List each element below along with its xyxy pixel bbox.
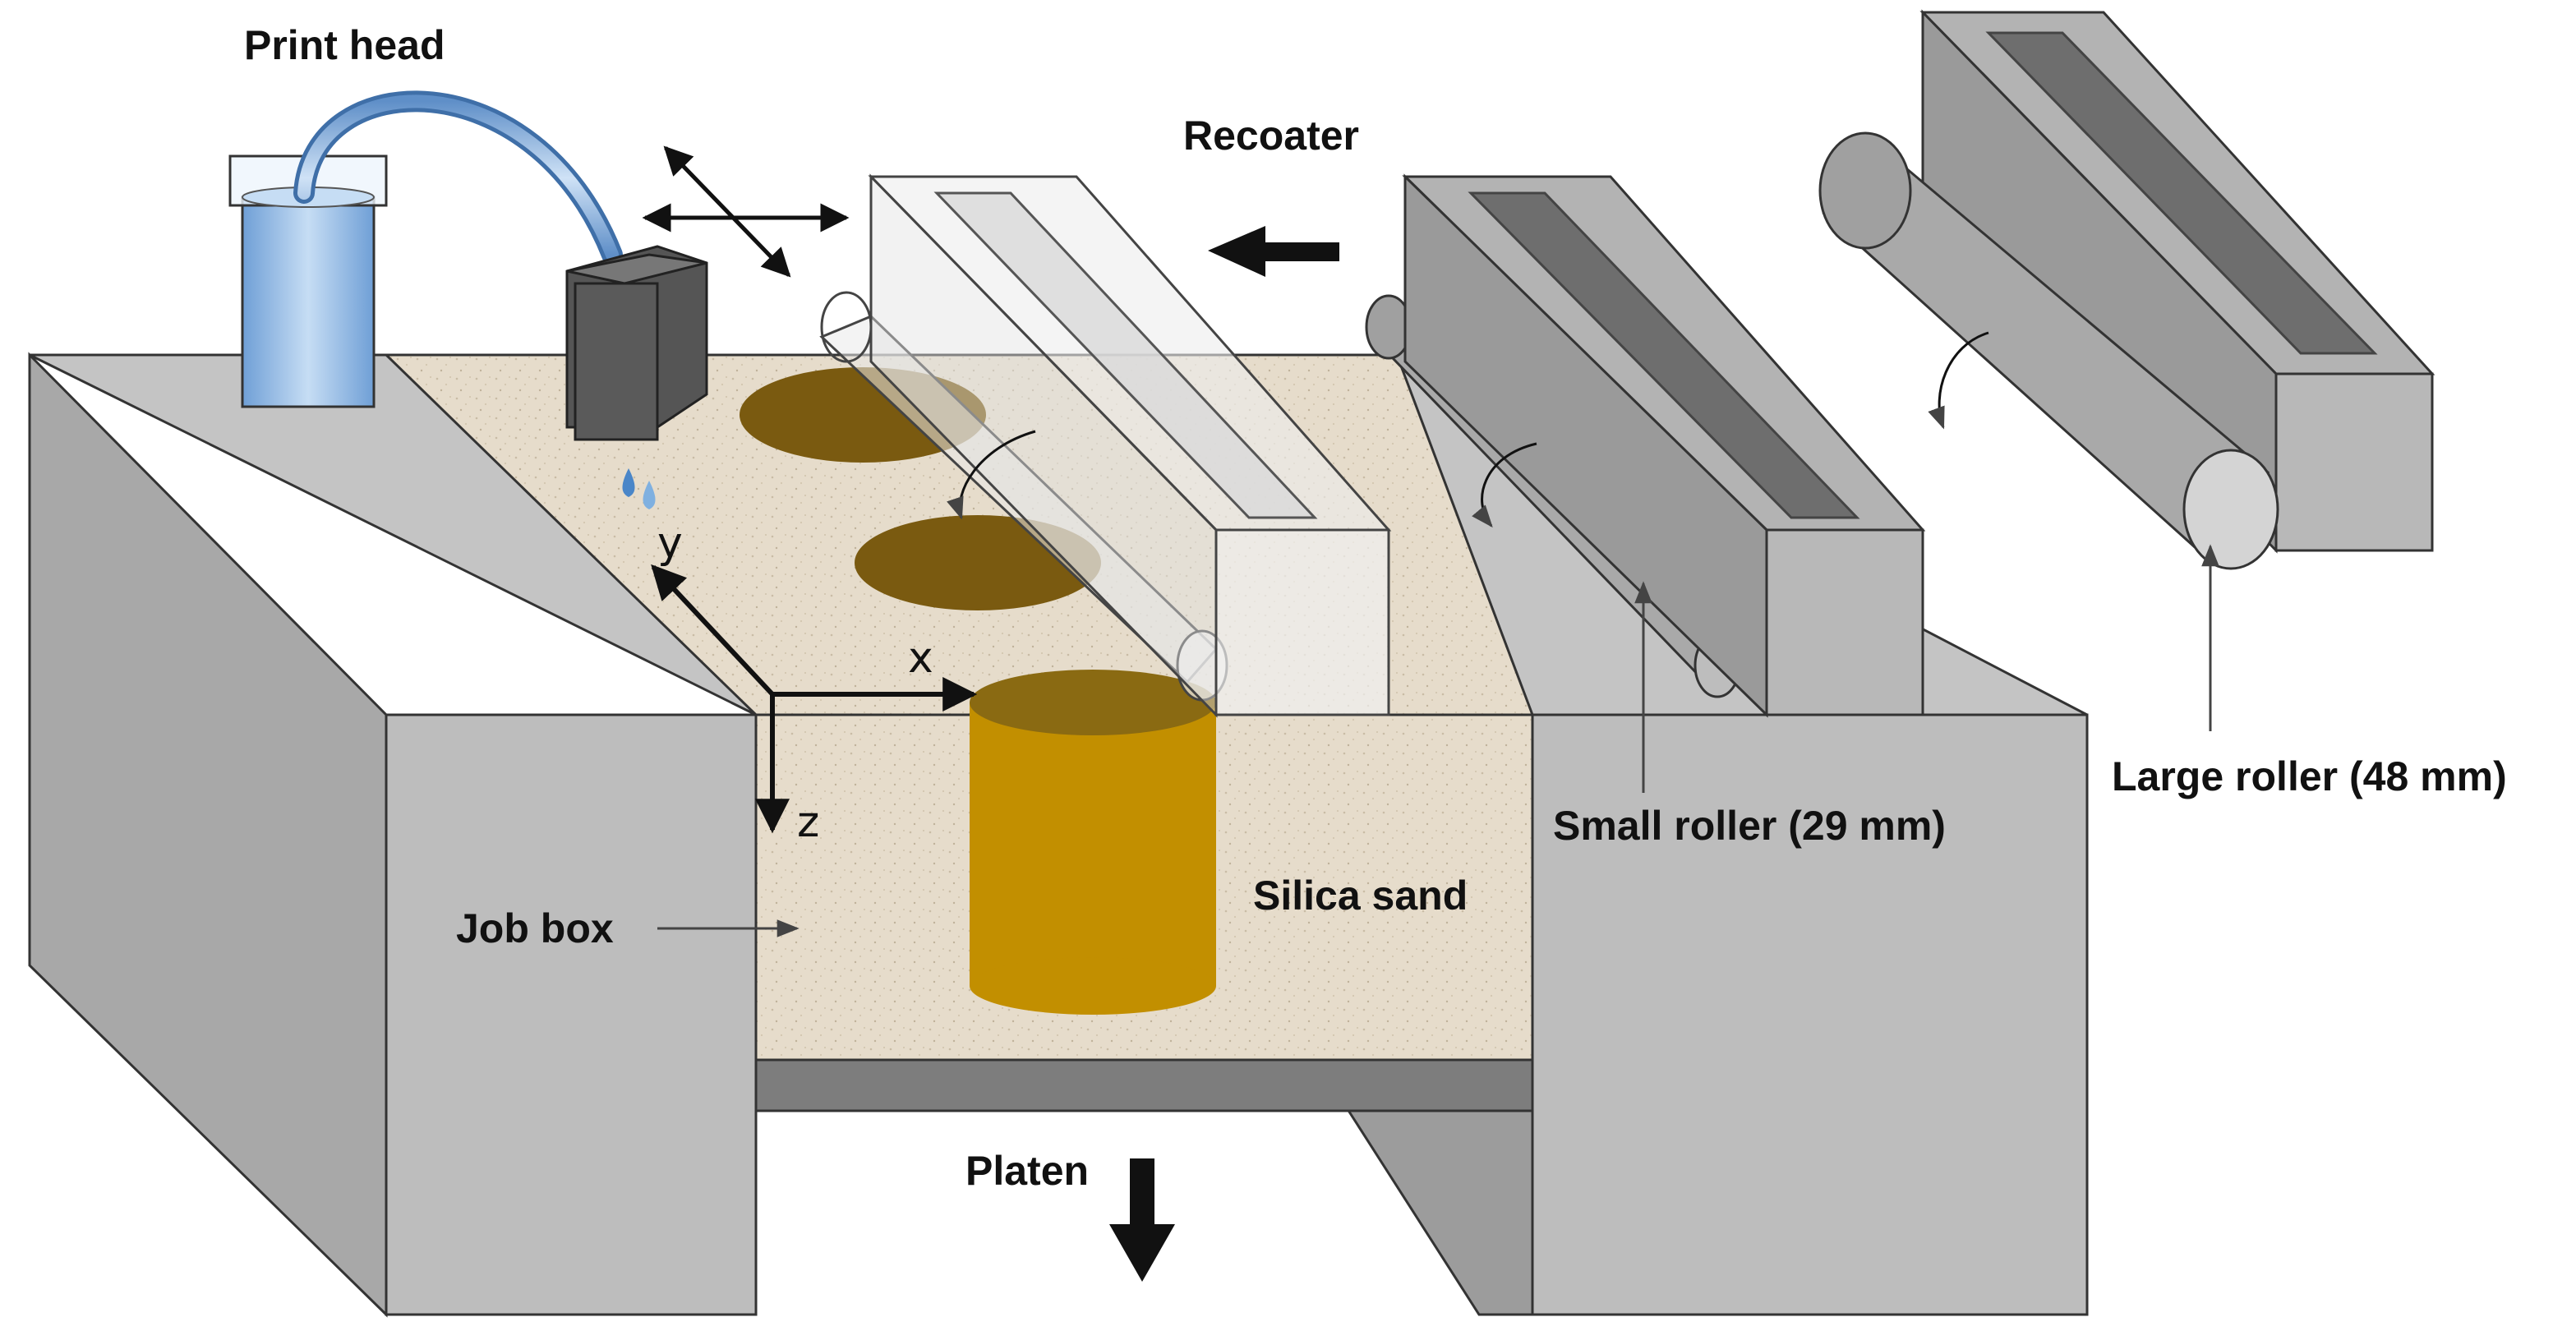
recoater-direction-arrow — [1208, 226, 1339, 277]
binder-reservoir — [228, 154, 388, 408]
label-small-roller: Small roller (29 mm) — [1553, 803, 1946, 849]
recoater-transparent — [819, 173, 1392, 718]
axis-label-z: z — [797, 798, 820, 847]
coordinate-axes — [651, 564, 978, 834]
axis-label-x: x — [908, 633, 933, 683]
leader-lines — [657, 544, 2219, 937]
label-job-box: Job box — [456, 905, 614, 951]
binder-droplets — [622, 468, 656, 509]
machine-right-front-block — [1531, 713, 2089, 1316]
machine-right-inner-side — [1345, 1108, 1534, 1316]
axis-label-y: y — [657, 518, 683, 568]
label-platen: Platen — [965, 1148, 1090, 1194]
label-print-head: Print head — [244, 22, 445, 68]
label-silica-sand: Silica sand — [1253, 873, 1468, 919]
machine-left-front-block — [385, 713, 758, 1316]
large-roller-recoater — [1818, 9, 2435, 570]
print-head — [565, 245, 708, 441]
label-large-roller: Large roller (48 mm) — [2112, 753, 2507, 799]
print-head-motion-arrows — [642, 145, 850, 278]
platen-down-arrow — [1109, 1158, 1175, 1282]
label-recoater: Recoater — [1183, 113, 1359, 159]
platen — [754, 1058, 1534, 1112]
printed-part — [970, 670, 1216, 1015]
